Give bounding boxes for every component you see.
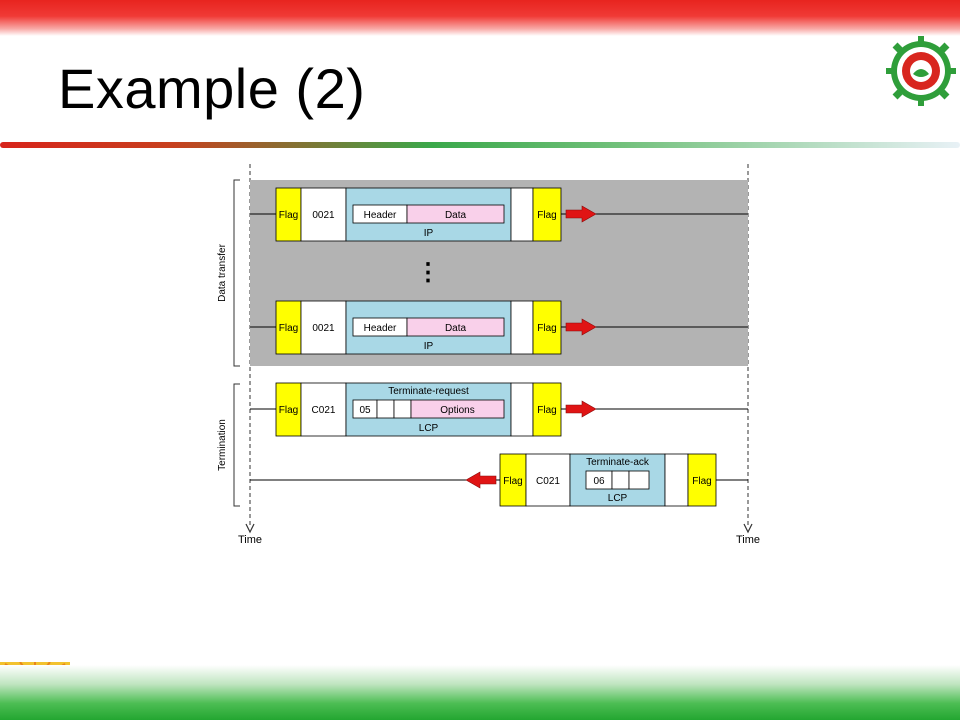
ip-label: IP: [424, 228, 434, 239]
options-label: Options: [440, 405, 474, 416]
ip-frame-2: Flag 0021 Header Data IP Flag: [250, 300, 748, 355]
time-label-right: Time: [736, 534, 760, 546]
code-label: 05: [359, 405, 371, 416]
data-transfer-label: Data transfer: [217, 243, 228, 301]
data-label: Data: [445, 323, 467, 334]
bottom-gradient-bar: [0, 665, 960, 720]
right-arrow-icon: [565, 205, 597, 223]
header-label: Header: [364, 323, 397, 334]
length-field: [628, 470, 650, 490]
id-field: [376, 399, 395, 419]
header-label: Header: [364, 210, 397, 221]
protocol-field: [300, 382, 347, 437]
protocol-label: C021: [312, 405, 336, 416]
flag-field: [532, 382, 562, 437]
fcs-field: [510, 187, 534, 242]
flag-label: Flag: [279, 405, 298, 416]
lcp-terminate-ack-frame: Flag C021 Terminate-ack 06 LCP Flag: [250, 453, 748, 507]
slide-title: Example (2): [58, 57, 366, 120]
flag-label: Flag: [279, 323, 298, 334]
left-arrow-icon: [465, 471, 497, 489]
right-arrow-icon: [565, 318, 597, 336]
terminate-request-label: Terminate-request: [388, 386, 469, 397]
fcs-field: [510, 382, 534, 437]
terminate-ack-label: Terminate-ack: [586, 457, 650, 468]
fcs-field: [510, 300, 534, 355]
ellipsis: ⋮: [416, 259, 440, 286]
top-gradient-bar: [0, 0, 960, 36]
ip-label: IP: [424, 341, 434, 352]
time-axis-left-arrowhead: [245, 523, 255, 534]
fcs-field: [664, 453, 689, 507]
flag-field: [275, 187, 302, 242]
termination-label: Termination: [217, 419, 228, 471]
flag-field: [275, 382, 302, 437]
flag-label: Flag: [692, 476, 711, 487]
termination-bracket: [233, 383, 240, 507]
title-divider: [0, 142, 960, 148]
protocol-label: C021: [536, 476, 560, 487]
right-arrow-icon: [565, 400, 597, 418]
id-field: [611, 470, 630, 490]
flag-label: Flag: [279, 210, 298, 221]
flag-label: Flag: [537, 210, 556, 221]
code-label: 06: [593, 476, 605, 487]
lcp-label: LCP: [608, 493, 628, 504]
lcp-terminate-request-frame: Flag C021 Terminate-request 05 Options L…: [250, 382, 748, 437]
flag-field: [532, 300, 562, 355]
flag-field: [499, 453, 527, 507]
lcp-label: LCP: [419, 423, 439, 434]
flag-field: [532, 187, 562, 242]
data-transfer-bracket: [233, 179, 240, 367]
flag-label: Flag: [503, 476, 522, 487]
protocol-field: [300, 187, 347, 242]
options-field: [410, 399, 505, 419]
flag-label: Flag: [537, 323, 556, 334]
flag-label: Flag: [537, 405, 556, 416]
data-field: [406, 317, 505, 337]
flag-field: [687, 453, 717, 507]
ip-frame-1: Flag 0021 Header Data IP Flag: [250, 187, 748, 242]
protocol-field: [300, 300, 347, 355]
time-axis-right-arrowhead: [743, 523, 753, 534]
data-field: [406, 204, 505, 224]
institution-emblem-icon: [886, 36, 956, 106]
protocol-label: 0021: [312, 323, 335, 334]
time-label-left: Time: [238, 534, 262, 546]
length-field: [393, 399, 412, 419]
data-label: Data: [445, 210, 467, 221]
ppp-termination-diagram: Data transfer Termination Flag 0021 Head…: [217, 164, 760, 546]
protocol-label: 0021: [312, 210, 335, 221]
